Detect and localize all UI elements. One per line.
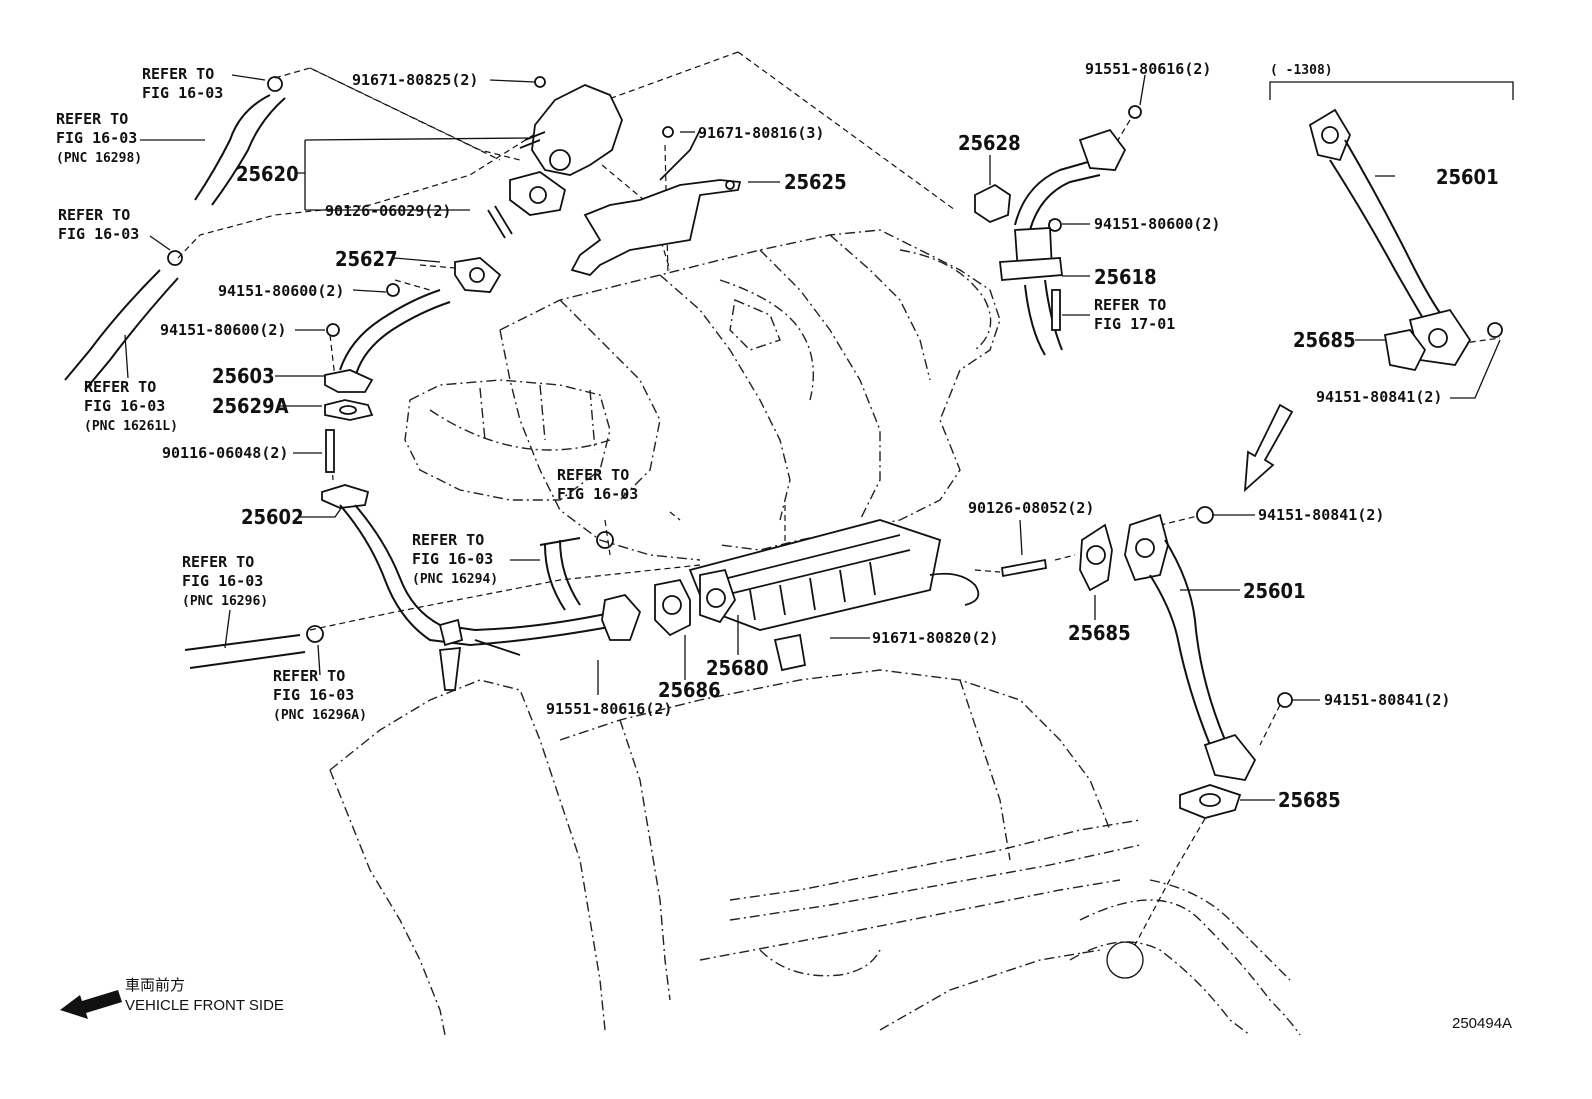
refer-label-line2: FIG 16-03 xyxy=(412,550,493,568)
gasket-25686 xyxy=(654,578,691,637)
part-label-25685: 25685 xyxy=(1068,621,1131,645)
part-label-94151-80600: 94151-80600(2) xyxy=(218,282,344,300)
refer-pnc: (PNC 16298) xyxy=(56,151,142,166)
part-label-94151-80841: 94151-80841(2) xyxy=(1316,388,1442,406)
part-label-90116-06048: 90116-06048(2) xyxy=(162,444,288,462)
egr-pipe-25628-assembly xyxy=(974,105,1142,356)
date-range-bracket xyxy=(1269,81,1514,100)
part-label-94151-80841: 94151-80841(2) xyxy=(1258,506,1384,524)
egr-valve-assembly xyxy=(487,76,623,239)
part-label-91671-80816: 91671-80816(3) xyxy=(698,124,824,142)
refer-label-line1: REFER TO xyxy=(142,65,214,83)
vacuum-hose-upper xyxy=(194,76,286,206)
leader-lines xyxy=(124,74,1501,801)
gasket-25685-lower xyxy=(1179,784,1242,819)
egr-pipe-25601-lower xyxy=(1124,506,1293,781)
part-label-91671-80820: 91671-80820(2) xyxy=(872,629,998,647)
refer-label-line2: FIG 16-03 xyxy=(273,686,354,704)
front-side-label-en: VEHICLE FRONT SIDE xyxy=(125,997,284,1014)
egr-cooler xyxy=(688,519,980,672)
part-label-25603: 25603 xyxy=(212,364,275,388)
engine-block-outline xyxy=(329,229,1301,1036)
part-label-91551-80616: 91551-80616(2) xyxy=(1085,60,1211,78)
stud-90126-08052 xyxy=(1001,558,1047,578)
egr-bracket xyxy=(570,126,742,277)
part-label-25625: 25625 xyxy=(784,170,847,194)
refer-label-line1: REFER TO xyxy=(1094,296,1166,314)
gasket-25629a xyxy=(324,399,374,421)
refer-pnc: (PNC 16296A) xyxy=(273,708,367,723)
part-label-94151-80841: 94151-80841(2) xyxy=(1324,691,1450,709)
figure-id: 250494A xyxy=(1452,1015,1512,1032)
part-label-91551-80616: 91551-80616(2) xyxy=(546,700,672,718)
part-label-25685: 25685 xyxy=(1293,328,1356,352)
front-direction-arrow-icon xyxy=(60,990,122,1019)
part-label-25618: 25618 xyxy=(1094,265,1157,289)
part-label-25628: 25628 xyxy=(958,131,1021,155)
part-label-25601: 25601 xyxy=(1436,165,1499,189)
refer-label-line1: REFER TO xyxy=(84,378,156,396)
part-label-25601: 25601 xyxy=(1243,579,1306,603)
part-label-25685: 25685 xyxy=(1278,788,1341,812)
part-label-25627: 25627 xyxy=(335,247,398,271)
view-direction-arrow-icon xyxy=(1243,403,1294,493)
date-range-label: ( -1308) xyxy=(1270,63,1333,78)
refer-pnc: (PNC 16261L) xyxy=(84,419,178,434)
stud-90116 xyxy=(325,429,335,473)
part-label-94151-80600: 94151-80600(2) xyxy=(1094,215,1220,233)
refer-label-line1: REFER TO xyxy=(557,466,629,484)
part-label-25602: 25602 xyxy=(241,505,304,529)
refer-label-line2: FIG 16-03 xyxy=(58,225,139,243)
hose-16296 xyxy=(184,625,324,669)
refer-label-line1: REFER TO xyxy=(182,553,254,571)
egr-pipe-25603 xyxy=(324,257,502,393)
egr-pipe-25602 xyxy=(321,484,642,691)
part-label-91671-80825: 91671-80825(2) xyxy=(352,71,478,89)
refer-label-line2: FIG 17-01 xyxy=(1094,315,1175,333)
refer-label-line1: REFER TO xyxy=(58,206,130,224)
front-side-label-jp: 車両前方 xyxy=(125,977,185,994)
refer-label-line1: REFER TO xyxy=(412,531,484,549)
refer-label-line2: FIG 16-03 xyxy=(182,572,263,590)
vacuum-hose-left xyxy=(64,250,183,391)
hose-16294 xyxy=(539,531,614,611)
egr-pipe-25601-upper xyxy=(1308,108,1503,372)
refer-label-line2: FIG 16-03 xyxy=(56,129,137,147)
refer-pnc: (PNC 16296) xyxy=(182,594,268,609)
gasket-25685-center xyxy=(1079,523,1113,592)
refer-label-line2: FIG 16-03 xyxy=(84,397,165,415)
part-label-25620: 25620 xyxy=(236,162,299,186)
part-label-94151-80600: 94151-80600(2) xyxy=(160,321,286,339)
part-label-25686: 25686 xyxy=(658,678,721,702)
part-label-90126-08052: 90126-08052(2) xyxy=(968,499,1094,517)
part-label-90126-06029: 90126-06029(2) xyxy=(325,202,451,220)
refer-label-line2: FIG 16-03 xyxy=(142,84,223,102)
part-label-25680: 25680 xyxy=(706,656,769,680)
refer-pnc: (PNC 16294) xyxy=(412,572,498,587)
refer-label-line2: FIG 16-03 xyxy=(557,485,638,503)
part-label-25629a: 25629A xyxy=(212,394,289,418)
refer-label-line1: REFER TO xyxy=(273,667,345,685)
refer-label-line1: REFER TO xyxy=(56,110,128,128)
